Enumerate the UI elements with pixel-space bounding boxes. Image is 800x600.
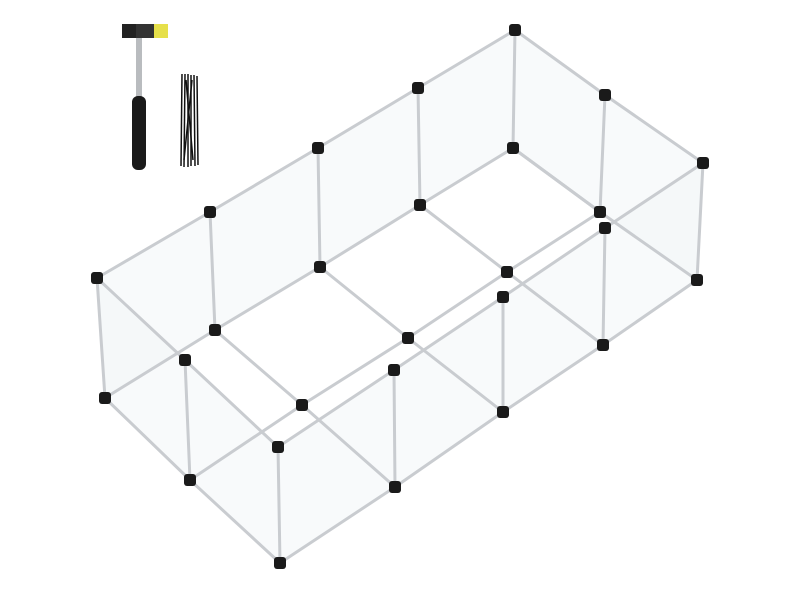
frame-rod xyxy=(188,478,282,565)
frame-rod xyxy=(188,403,304,482)
connector-joint xyxy=(691,274,703,286)
frame-rod xyxy=(598,93,607,214)
pen-panel xyxy=(278,370,395,563)
connector-joint xyxy=(204,206,216,218)
connector-joint xyxy=(209,324,221,336)
pen-panel xyxy=(210,148,320,330)
connector-joint xyxy=(497,291,509,303)
connector-joint xyxy=(507,142,519,154)
frame-rod xyxy=(316,86,420,150)
frame-rod xyxy=(213,265,322,332)
frame-rod xyxy=(406,270,509,340)
connector-joint xyxy=(599,89,611,101)
frame-rod xyxy=(278,485,397,565)
frame-rod xyxy=(392,368,397,489)
frame-rod xyxy=(505,210,602,274)
frame-rod xyxy=(418,146,515,207)
frame-rod xyxy=(406,336,505,414)
connector-joint xyxy=(599,222,611,234)
pen-panel xyxy=(394,297,503,487)
connector-joint xyxy=(91,272,103,284)
frame-rod xyxy=(276,445,282,565)
connector-joint xyxy=(594,206,606,218)
connector-joint xyxy=(274,557,286,569)
frame-rod xyxy=(300,403,397,489)
frame-rod xyxy=(103,396,192,482)
frame-rod xyxy=(418,203,509,274)
frame-rod xyxy=(392,295,505,372)
cable-ties-icon xyxy=(180,73,199,168)
frame-rod xyxy=(183,358,192,482)
connector-joint xyxy=(389,481,401,493)
frame-rod xyxy=(511,28,517,150)
pen-frame xyxy=(95,28,705,565)
pen-panel xyxy=(603,163,703,345)
frame-rod xyxy=(300,336,410,407)
connector-joint xyxy=(296,399,308,411)
connector-joint xyxy=(312,142,324,154)
pen-connectors xyxy=(91,24,709,569)
connector-joint xyxy=(412,82,424,94)
frame-rod xyxy=(695,161,705,282)
frame-rod xyxy=(505,270,605,347)
frame-rod xyxy=(601,278,699,347)
connector-joint xyxy=(99,392,111,404)
pen-panel xyxy=(318,88,420,267)
pen-panel xyxy=(503,228,605,412)
connector-joint xyxy=(501,266,513,278)
connector-joint xyxy=(509,24,521,36)
frame-rod xyxy=(511,146,602,214)
pen-panel xyxy=(185,360,280,563)
connector-joint xyxy=(402,332,414,344)
frame-rod xyxy=(95,276,107,400)
pen-panel xyxy=(97,278,190,480)
connector-joint xyxy=(184,474,196,486)
connector-joint xyxy=(597,339,609,351)
frame-rod xyxy=(393,410,505,489)
frame-rod xyxy=(501,226,607,299)
rubber-mallet-icon xyxy=(122,24,168,170)
frame-rod xyxy=(213,328,304,407)
frame-rod xyxy=(318,203,422,269)
frame-rod xyxy=(603,161,705,230)
connector-joint xyxy=(314,261,326,273)
frame-rod xyxy=(501,343,605,414)
connector-joint xyxy=(697,157,709,169)
frame-rod xyxy=(95,276,187,362)
frame-rod xyxy=(603,93,705,165)
frame-rod xyxy=(513,28,607,97)
frame-rod xyxy=(208,146,320,214)
pen-panel xyxy=(513,30,605,212)
frame-rod xyxy=(318,265,410,340)
connector-joint xyxy=(272,441,284,453)
frame-rod xyxy=(316,146,322,269)
connector-joint xyxy=(388,364,400,376)
connector-joint xyxy=(497,406,509,418)
frame-rod xyxy=(601,226,607,347)
frame-rod xyxy=(95,210,212,280)
connector-joint xyxy=(179,354,191,366)
frame-rod xyxy=(416,28,517,90)
connector-joint xyxy=(414,199,426,211)
frame-rod xyxy=(416,86,422,207)
frame-rod xyxy=(103,328,217,400)
frame-rod xyxy=(276,368,396,449)
frame-rod xyxy=(598,210,699,282)
pen-panel xyxy=(418,30,515,205)
frame-rod xyxy=(208,210,217,332)
